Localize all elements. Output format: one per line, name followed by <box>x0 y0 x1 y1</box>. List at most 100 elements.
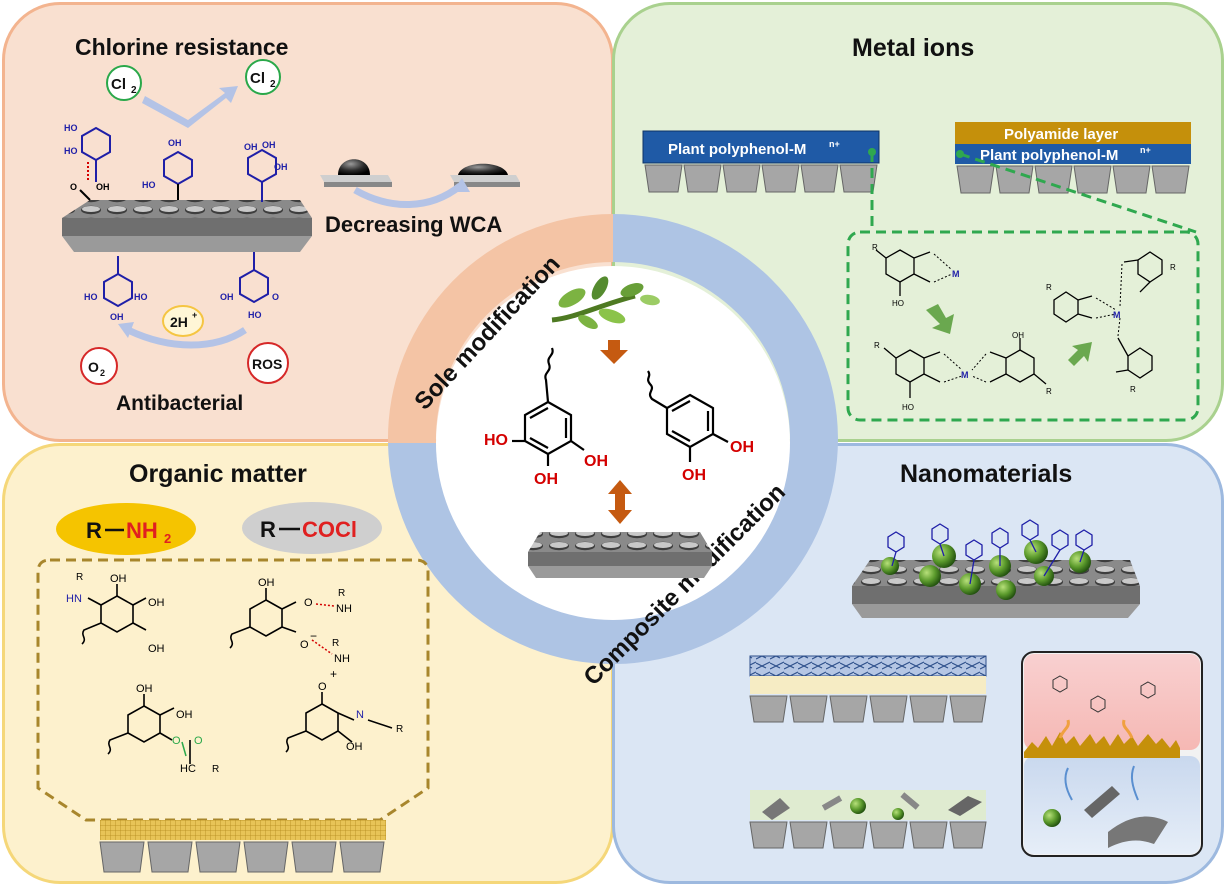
chem-label: O <box>70 182 77 192</box>
ion-superscript: n+ <box>829 139 840 149</box>
cl2-badge-left <box>106 65 142 101</box>
ros-badge <box>247 342 289 384</box>
pyrogallol-structure <box>512 347 585 466</box>
chem-label: O <box>194 735 203 747</box>
chem-label: − <box>310 629 317 643</box>
hydroxyl-label: OH <box>534 471 558 488</box>
curved-arrow-icon <box>126 326 247 349</box>
hydroxyl-label: HO <box>484 432 508 449</box>
interfacial-inset <box>1021 651 1203 857</box>
polyphenol-molecule <box>81 126 277 308</box>
acyl-pill <box>242 502 382 554</box>
chem-label: OH <box>96 182 110 192</box>
curved-arrow-icon <box>353 183 463 208</box>
metal-ion-label: M <box>1113 310 1121 320</box>
antibacterial-label: Antibacterial <box>116 392 243 415</box>
chem-label: OH <box>136 683 153 695</box>
ros-label: ROS <box>252 356 282 372</box>
chem-label: HN <box>66 593 82 605</box>
cl2-label: Cl <box>111 76 126 93</box>
fiber-layer-membrane <box>749 655 987 723</box>
hydroxyl-label: OH <box>584 453 608 470</box>
polyphenol-layer-label: Plant polyphenol-M <box>668 141 806 158</box>
chem-label: OH <box>110 312 124 322</box>
bounce-arrow-icon <box>142 86 238 128</box>
double-arrow-icon <box>608 480 632 524</box>
center-ring <box>387 213 838 664</box>
chem-label: OH <box>148 597 165 609</box>
chem-label: OH <box>176 709 193 721</box>
o2-label: O <box>88 359 99 375</box>
membrane-icon <box>99 820 386 873</box>
mixed-nano-membrane <box>749 790 987 849</box>
chem-label: HO <box>892 299 904 308</box>
o2-subscript: 2 <box>100 368 105 378</box>
chem-label: R <box>76 572 83 583</box>
chem-label: OH <box>110 573 127 585</box>
chem-label: R <box>1046 387 1052 396</box>
zoom-connector <box>870 152 1197 234</box>
membrane-icon <box>62 200 312 252</box>
plant-sprig-icon <box>551 276 660 329</box>
catechol-structure <box>647 370 729 462</box>
chem-label: O <box>304 597 313 609</box>
organic-matter-title: Organic matter <box>129 460 307 488</box>
chem-label: HO <box>248 310 262 320</box>
chem-label: N <box>356 709 364 721</box>
acyl-r: R <box>260 517 276 542</box>
o2-badge <box>80 347 118 385</box>
proton-badge <box>162 305 204 337</box>
amine-r: R <box>86 518 102 543</box>
cl2-label: Cl <box>250 70 265 87</box>
polyamide-label: Polyamide layer <box>1004 126 1118 143</box>
polyphenol-layer-label: Plant polyphenol-M <box>980 147 1118 164</box>
chem-label: O <box>272 292 279 302</box>
green-arrow-icon <box>1068 342 1092 366</box>
cl2-subscript: 2 <box>270 79 276 90</box>
green-arrow-icon <box>926 304 954 334</box>
chlorine-title: Chlorine resistance <box>75 34 289 60</box>
chem-label: OH <box>244 142 258 152</box>
trimesoyl-molecule <box>1052 675 1156 713</box>
amine-subscript: 2 <box>164 531 171 546</box>
chem-label: R <box>1130 385 1136 394</box>
chem-label: R <box>396 724 403 735</box>
chem-label: OH <box>346 741 363 753</box>
proton-label: 2H <box>170 314 188 330</box>
chem-label: OH <box>220 292 234 302</box>
chem-label: R <box>1170 263 1176 272</box>
amine-pill <box>56 503 196 555</box>
nanomaterials-title: Nanomaterials <box>900 460 1073 488</box>
metal-ion-label: M <box>961 370 969 380</box>
chem-label: HC <box>180 763 196 775</box>
chem-label: R <box>332 638 339 649</box>
hydroxyl-label: OH <box>682 467 706 484</box>
chem-label: + <box>330 667 337 681</box>
chem-label: HO <box>134 292 148 302</box>
down-arrow-icon <box>600 340 628 364</box>
chem-label: O <box>172 735 181 747</box>
chem-label: R <box>212 764 219 775</box>
acyl-group: COCl <box>302 517 357 542</box>
chem-label: R <box>1046 283 1052 292</box>
coordination-structure <box>875 249 1163 398</box>
chem-label: HO <box>64 123 78 133</box>
chem-label: NH <box>336 603 352 615</box>
ion-superscript: n+ <box>1140 145 1151 155</box>
arrowhead-icon <box>452 178 470 192</box>
droplet-icon <box>450 163 520 187</box>
zoom-box <box>36 558 430 822</box>
chem-label: R <box>874 341 880 350</box>
proton-superscript: + <box>192 310 197 320</box>
nanoparticle-membrane <box>852 540 1140 618</box>
chem-label: HO <box>84 292 98 302</box>
chem-label: HO <box>64 146 78 156</box>
chem-label: OH <box>262 140 276 150</box>
cl2-subscript: 2 <box>131 85 137 96</box>
chem-label: HO <box>902 403 914 412</box>
wca-label: Decreasing WCA <box>325 212 502 237</box>
chem-label: OH <box>274 162 288 172</box>
chem-label: R <box>338 588 345 599</box>
membrane-layer-right <box>955 122 1191 194</box>
